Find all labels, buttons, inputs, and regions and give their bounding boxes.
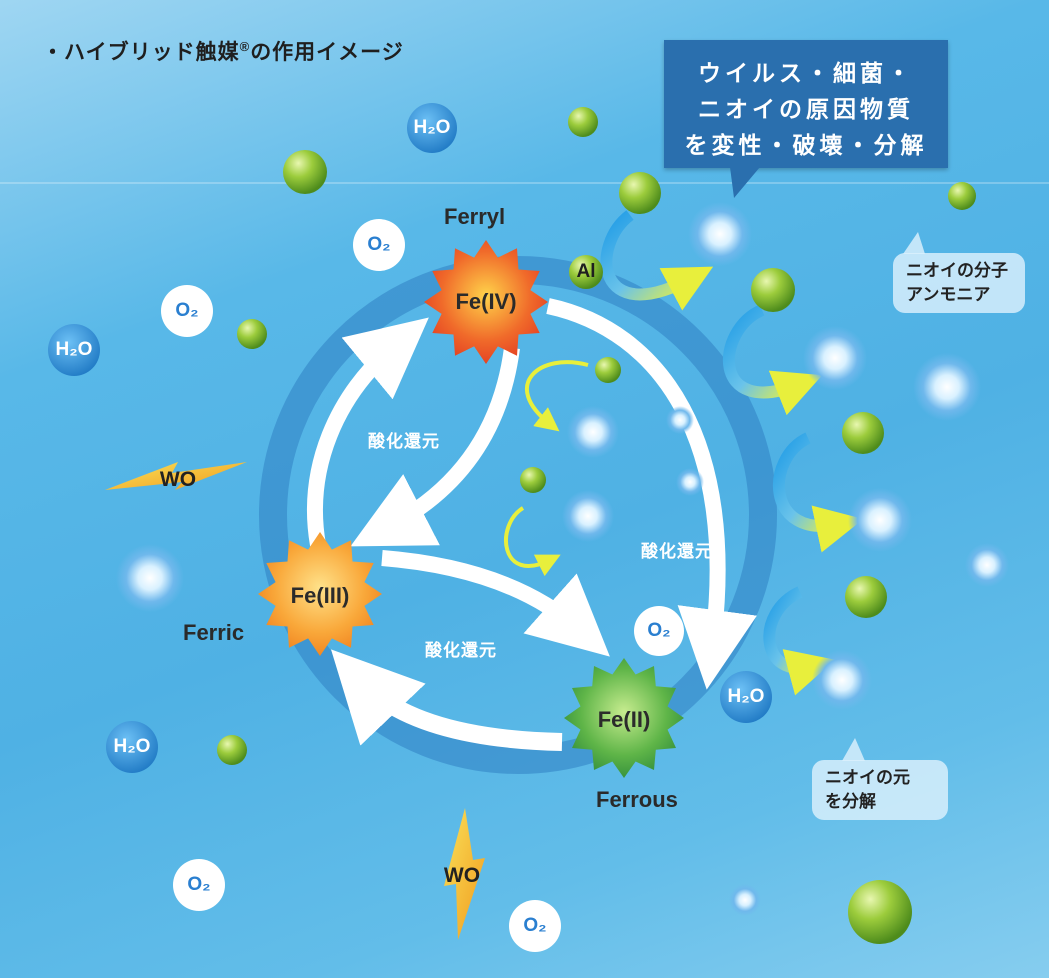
- o2-label: O₂: [175, 300, 199, 321]
- callout-line: を変性・破壊・分解: [684, 132, 928, 158]
- o2-circle: [509, 900, 561, 952]
- callout-line: ニオイの原因物質: [698, 96, 914, 122]
- glow-particle: [567, 406, 619, 458]
- green-ball: [751, 268, 795, 312]
- wo-label-bottom: WO: [443, 864, 481, 887]
- arrow-ferric-to-ferrous: [381, 550, 610, 657]
- fe-iv-starburst: [424, 240, 548, 364]
- label-ferric: Ferric: [183, 620, 245, 645]
- glow-particle: [729, 884, 761, 916]
- bubble-line: ニオイの元: [825, 768, 910, 787]
- outer-arrow-1: [600, 210, 714, 311]
- o2-label: O₂: [187, 874, 211, 895]
- h2o-label: H₂O: [113, 736, 151, 757]
- label-ferryl: Ferryl: [444, 204, 506, 229]
- outer-arrow-4: [763, 586, 836, 696]
- water-molecules: [48, 103, 772, 773]
- o2-circle: [161, 285, 213, 337]
- label-ferrous: Ferrous: [596, 787, 678, 812]
- green-ball: [948, 182, 976, 210]
- green-ball: [848, 880, 912, 944]
- wo-label-left: WO: [159, 468, 197, 491]
- inner-arrow-2: [504, 506, 561, 577]
- oxygen-molecules: [161, 219, 684, 952]
- green-ball: [845, 576, 887, 618]
- green-ball: [568, 107, 598, 137]
- callout-box: ウイルス・細菌・ ニオイの原因物質 を変性・破壊・分解: [664, 40, 948, 168]
- o2-label: O₂: [523, 915, 547, 936]
- redox-label-left: 酸化還元: [368, 432, 440, 451]
- green-ball: [237, 319, 267, 349]
- glow-particle: [666, 406, 694, 434]
- h2o-circle: [106, 721, 158, 773]
- green-ball: [283, 150, 327, 194]
- outer-arrow-3: [773, 432, 864, 553]
- symbol-fe-iv: Fe(IV): [455, 289, 517, 314]
- green-ball: [595, 357, 621, 383]
- bubble-line: アンモニア: [906, 285, 991, 304]
- symbol-fe-iii: Fe(III): [290, 583, 350, 608]
- bubble-line: を分解: [825, 792, 876, 811]
- h2o-label: H₂O: [727, 686, 765, 707]
- h2o-label: H₂O: [413, 117, 451, 138]
- h2o-label: H₂O: [55, 339, 93, 360]
- glow-particle: [688, 202, 752, 266]
- glow-particle: [812, 650, 872, 710]
- aluminium-ball: [569, 255, 603, 289]
- green-ball: [520, 467, 546, 493]
- arrow-ferryl-to-ferric: [350, 346, 520, 547]
- glow-particle: [676, 468, 704, 496]
- h2o-circle: [407, 103, 457, 153]
- al-label: Al: [576, 261, 596, 282]
- callout-line: ウイルス・細菌・: [698, 60, 914, 86]
- cycle-ring: [259, 256, 777, 774]
- fe-ii-starburst: [564, 658, 684, 778]
- green-particles: [217, 107, 976, 944]
- green-ball: [217, 735, 247, 765]
- inner-arrow-1: [525, 360, 589, 432]
- glow-particle: [562, 490, 614, 542]
- o2-label: O₂: [367, 234, 391, 255]
- h2o-circle: [720, 671, 772, 723]
- glow-particle: [913, 353, 981, 421]
- glow-particle: [965, 543, 1009, 587]
- green-ball: [842, 412, 884, 454]
- h2o-circle: [48, 324, 100, 376]
- background-band: [0, 182, 1049, 184]
- arrow-ferrous-to-ferric: [330, 649, 563, 751]
- o2-circle: [634, 606, 684, 656]
- o2-circle: [353, 219, 405, 271]
- glow-particle: [803, 326, 867, 390]
- page-title: ・ハイブリッド触媒®の作用イメージ: [42, 39, 404, 64]
- redox-label-right: 酸化還元: [641, 542, 713, 561]
- o2-label: O₂: [647, 620, 671, 641]
- green-ball: [619, 172, 661, 214]
- bubble-decompose: ニオイの元 を分解: [812, 760, 948, 820]
- wo-bolt-left: [105, 462, 247, 490]
- glow-particle: [116, 544, 184, 612]
- bubble-ammonia: ニオイの分子 アンモニア: [893, 253, 1025, 313]
- bubble-line: ニオイの分子: [906, 261, 1008, 280]
- symbol-fe-ii: Fe(II): [597, 707, 651, 732]
- o2-circle: [173, 859, 225, 911]
- redox-label-bottom: 酸化還元: [425, 641, 497, 660]
- sparkle-glows: [116, 202, 1009, 916]
- wo-bolt-bottom: [444, 808, 485, 940]
- outer-arrow-2: [722, 304, 823, 416]
- fe-iii-starburst: [258, 532, 382, 656]
- arrow-ferric-to-ferryl: [307, 317, 429, 547]
- glow-particle: [848, 488, 912, 552]
